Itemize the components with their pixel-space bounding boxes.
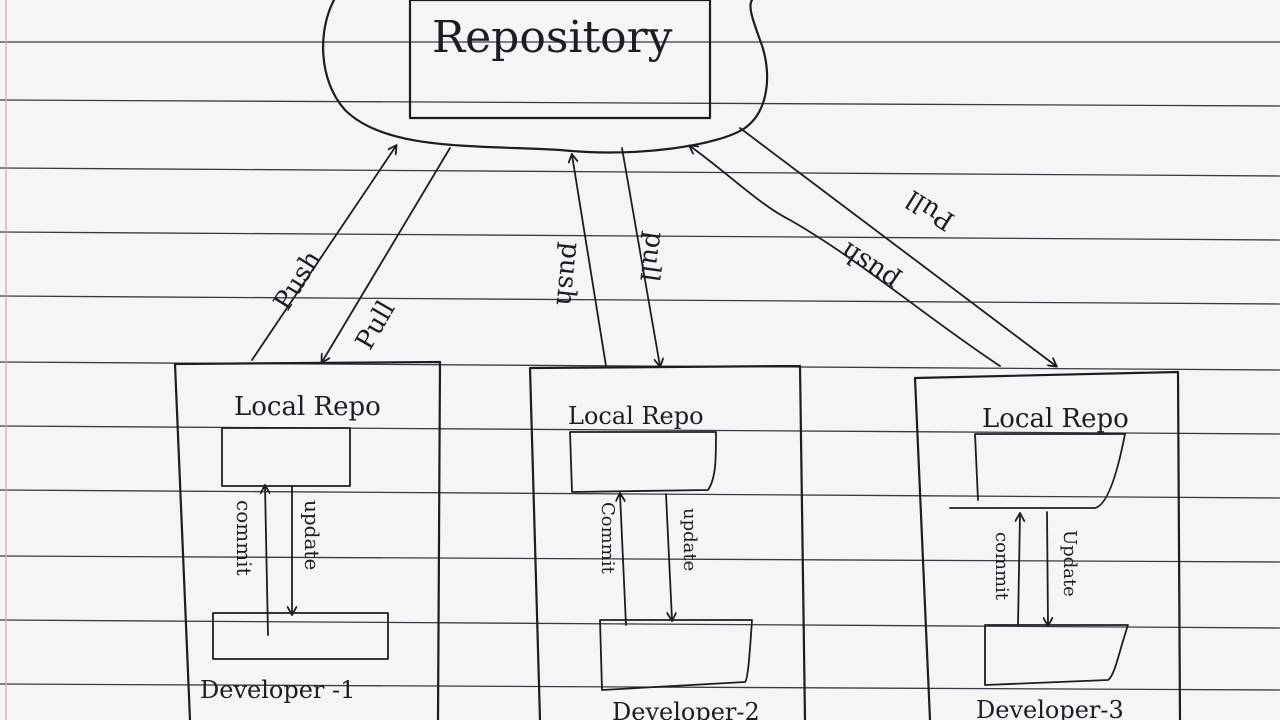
developer-2-update-arrow	[665, 493, 672, 620]
developer-1-commit-arrow	[265, 486, 268, 636]
developer-1-local-repo-box	[221, 427, 351, 487]
developer-3-name-label: Developer-3	[976, 696, 1124, 720]
developer-3-commit-label: commit	[991, 532, 1012, 601]
developer-2-push-arrow	[572, 155, 607, 367]
developer-2-group	[528, 364, 807, 720]
developer-3-group	[913, 370, 1182, 720]
developer-1-update-label: update	[300, 500, 324, 571]
developer-2-update-label: update	[679, 508, 700, 572]
developer-3-working-box	[984, 624, 1129, 686]
developer-1-pull-arrow	[322, 147, 451, 362]
repository-label: Repository	[432, 12, 673, 63]
ruled-lines	[0, 41, 1280, 691]
developer-3-update-arrow	[1047, 511, 1048, 625]
developer-1-push-arrow	[251, 146, 396, 361]
developer-2-name-label: Developer-2	[612, 698, 760, 720]
developer-2-working-box	[599, 619, 753, 691]
developer-3-local-repo-label: Local Repo	[982, 404, 1129, 434]
repository-cloud	[322, 0, 769, 154]
developer-3-update-label: Update	[1059, 530, 1080, 597]
developer-2-pull-arrow	[621, 147, 660, 366]
repository-box	[408, 0, 712, 120]
developer-2-local-repo-label: Local Repo	[568, 402, 704, 430]
developer-2-commit-arrow	[620, 494, 627, 626]
developer-3-frame	[913, 370, 1182, 720]
developer-2-frame	[528, 364, 807, 720]
developer-1-working-box	[212, 612, 389, 660]
developer-3-commit-arrow	[1018, 514, 1020, 626]
developer-1-group	[173, 360, 442, 720]
developer-1-local-repo-label: Local Repo	[234, 392, 381, 422]
developer-1-frame	[173, 360, 442, 720]
developer-2-local-repo-box	[569, 431, 717, 493]
developer-1-name-label: Developer -1	[200, 676, 356, 704]
developer-2-commit-label: Commit	[597, 502, 618, 574]
developer-1-commit-label: commit	[232, 500, 256, 576]
developer-3-push-arrow	[690, 146, 1001, 367]
developer-3-local-repo-box	[949, 433, 1126, 509]
developer-3-pull-arrow	[739, 127, 1056, 366]
